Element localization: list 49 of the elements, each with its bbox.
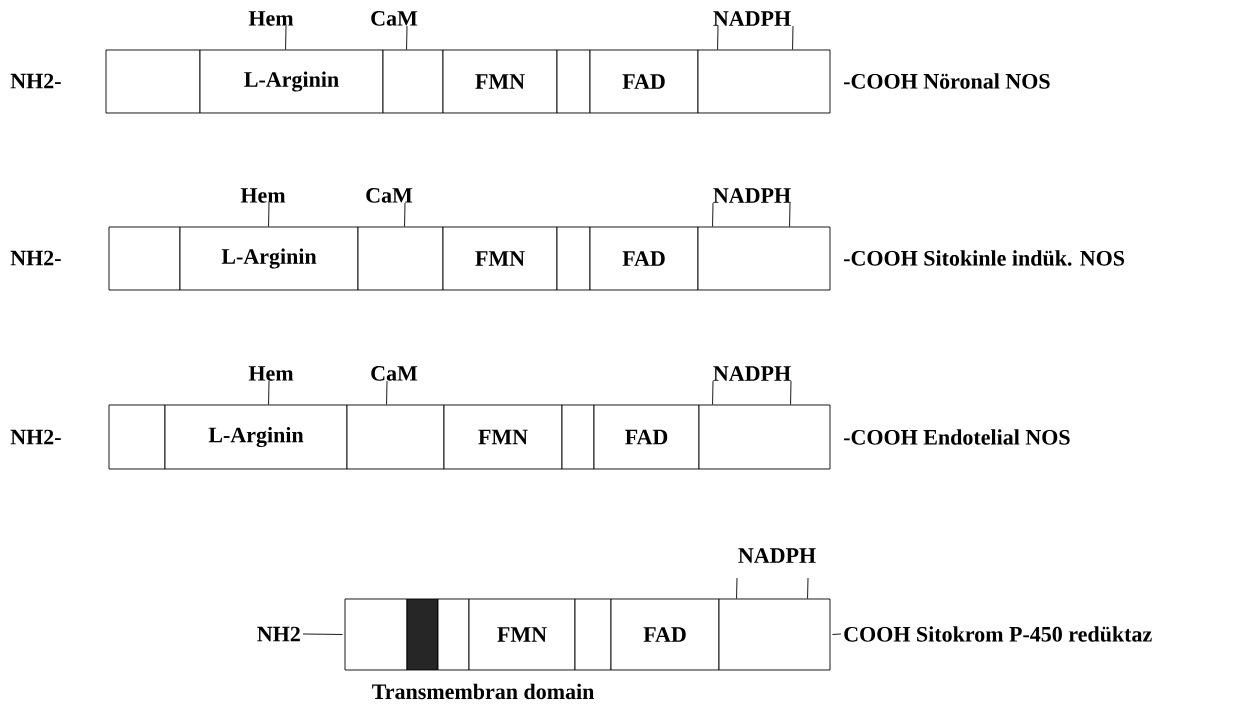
leader-line bbox=[268, 202, 270, 227]
leader-line bbox=[792, 25, 794, 50]
domain-segment bbox=[718, 598, 831, 671]
site-label: Hem bbox=[248, 11, 294, 26]
site-label: Hem bbox=[248, 366, 294, 381]
leader-line bbox=[386, 380, 388, 405]
domain-segment bbox=[382, 49, 444, 114]
domain-segment bbox=[697, 226, 831, 291]
transmembrane-segment bbox=[406, 598, 439, 671]
site-label: CaM bbox=[366, 188, 413, 203]
site-label: NADPH bbox=[713, 11, 791, 26]
leader-line bbox=[789, 202, 791, 227]
leader-line bbox=[712, 202, 714, 227]
leader-line bbox=[268, 380, 270, 405]
terminus-label: NH2 bbox=[257, 626, 300, 642]
connector-line bbox=[302, 633, 343, 635]
terminus-label: NH2- bbox=[10, 250, 61, 266]
domain-segment bbox=[105, 49, 201, 114]
domain-segment bbox=[556, 49, 591, 114]
domain-segment bbox=[108, 226, 181, 291]
domain-label: Transmembran domain bbox=[372, 683, 595, 700]
leader-line bbox=[285, 25, 287, 50]
site-label: NADPH bbox=[713, 366, 791, 381]
domain-segment bbox=[437, 598, 470, 671]
domain-segment bbox=[346, 404, 445, 470]
leader-line bbox=[717, 25, 719, 50]
site-label: NADPH bbox=[738, 548, 816, 563]
terminus-label: NH2- bbox=[10, 429, 61, 445]
domain-segment bbox=[698, 404, 831, 470]
site-label: NADPH bbox=[713, 188, 791, 203]
site-label: Hem bbox=[240, 188, 286, 203]
domain-segment bbox=[344, 598, 408, 671]
domain-segment bbox=[108, 404, 166, 470]
terminus-label: NH2- bbox=[10, 73, 61, 89]
leader-line bbox=[406, 25, 408, 50]
site-label: CaM bbox=[371, 366, 418, 381]
leader-line bbox=[404, 202, 406, 227]
domain-segment bbox=[357, 226, 444, 291]
leader-line bbox=[712, 380, 714, 405]
leader-line bbox=[736, 577, 738, 599]
domain-segment bbox=[574, 598, 612, 671]
connector-line bbox=[832, 633, 842, 635]
terminus-label: COOH Sitokrom P-450 redüktaz bbox=[844, 626, 1152, 642]
domain-segment bbox=[697, 49, 831, 114]
site-label: CaM bbox=[371, 11, 418, 26]
domain-segment bbox=[561, 404, 595, 470]
leader-line bbox=[807, 577, 809, 599]
domain-segment bbox=[556, 226, 591, 291]
leader-line bbox=[790, 380, 792, 405]
